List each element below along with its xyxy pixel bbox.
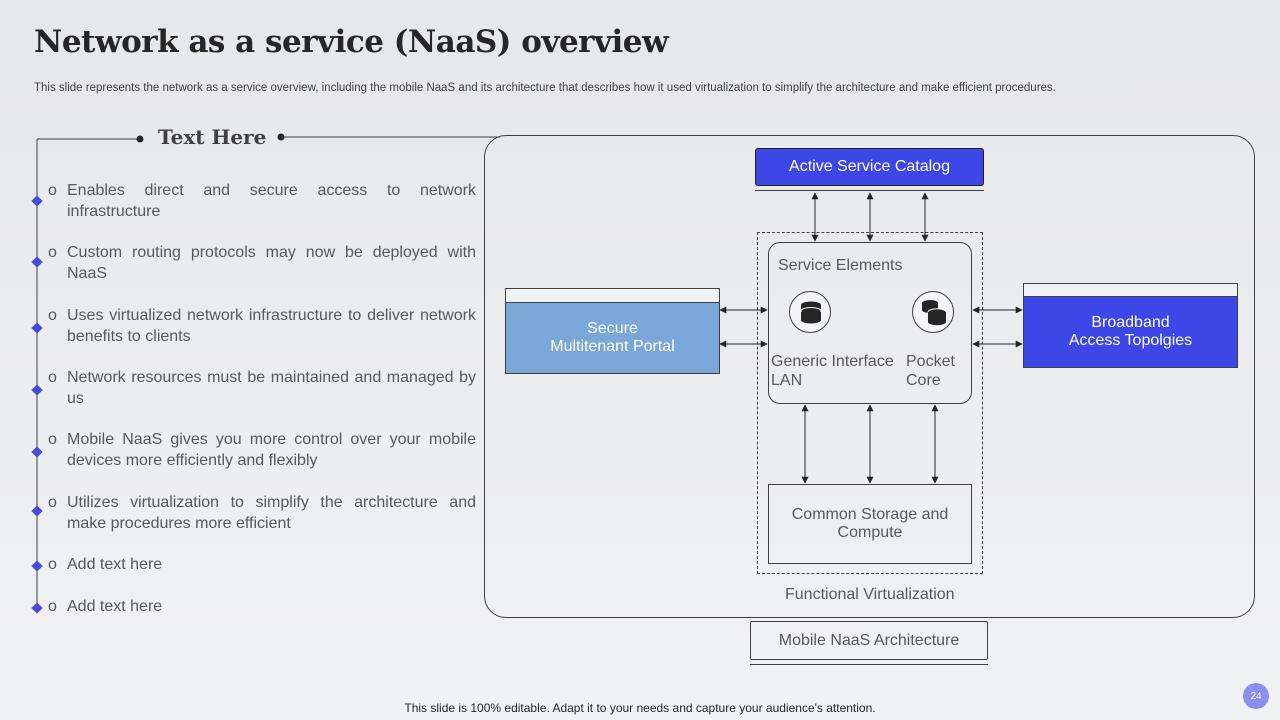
bullet-item: o Utilizes virtualization to simplify th… bbox=[48, 492, 476, 534]
generic-interface-label: Generic Interface LAN bbox=[771, 352, 894, 390]
secure-portal-line1: Secure bbox=[587, 320, 638, 337]
common-storage-line1: Common Storage and bbox=[791, 506, 949, 523]
bullet-marker: o bbox=[48, 494, 57, 511]
architecture-panel bbox=[484, 135, 1255, 618]
common-storage-box: Common Storage and Compute bbox=[768, 484, 972, 564]
pocket-core-label: Pocket Core bbox=[906, 352, 955, 390]
pocket-core-line1: Pocket bbox=[906, 353, 955, 370]
pocket-core-line2: Core bbox=[906, 372, 941, 389]
bullet-item: o Network resources must be maintained a… bbox=[48, 367, 476, 409]
bullet-text: Mobile NaaS gives you more control over … bbox=[67, 431, 476, 469]
active-service-catalog-box: Active Service Catalog bbox=[755, 148, 984, 186]
bullet-text: Custom routing protocols may now be depl… bbox=[67, 244, 476, 282]
bullet-marker: o bbox=[48, 307, 57, 324]
bullet-marker: o bbox=[48, 244, 57, 261]
section-heading: Text Here bbox=[158, 125, 267, 149]
bullet-item: o Add text here bbox=[48, 596, 476, 617]
bullet-marker: o bbox=[48, 182, 57, 199]
broadband-line2: Access Topolgies bbox=[1068, 332, 1193, 349]
bullet-text: Utilizes virtualization to simplify the … bbox=[67, 494, 476, 532]
bullet-marker: o bbox=[48, 369, 57, 386]
secure-portal-box: Secure Multitenant Portal bbox=[505, 302, 720, 374]
catalog-underline bbox=[755, 190, 984, 191]
bullet-marker: o bbox=[48, 556, 57, 573]
common-storage-line2: Compute bbox=[837, 524, 903, 541]
bullet-item: o Uses virtualized network infrastructur… bbox=[48, 305, 476, 347]
bullet-item: o Custom routing protocols may now be de… bbox=[48, 242, 476, 284]
bullet-item: o Mobile NaaS gives you more control ove… bbox=[48, 429, 476, 471]
bullet-marker: o bbox=[48, 431, 57, 448]
bullet-text: Add text here bbox=[67, 556, 163, 573]
bullet-text: Add text here bbox=[67, 598, 163, 615]
bullet-text: Enables direct and secure access to netw… bbox=[67, 182, 476, 220]
slide-footer: This slide is 100% editable. Adapt it to… bbox=[404, 701, 876, 715]
secure-portal-line2: Multitenant Portal bbox=[550, 338, 675, 355]
mobile-naas-architecture-label: Mobile NaaS Architecture bbox=[750, 621, 988, 660]
slide-subtitle: This slide represents the network as a s… bbox=[34, 82, 1056, 94]
page-number-badge: 24 bbox=[1243, 683, 1269, 709]
database-icon bbox=[789, 291, 831, 333]
database-icon bbox=[912, 291, 954, 333]
broadband-access-box: Broadband Access Topolgies bbox=[1023, 296, 1238, 368]
architecture-underline bbox=[750, 664, 988, 665]
bullet-item: o Enables direct and secure access to ne… bbox=[48, 180, 476, 222]
functional-virtualization-label: Functional Virtualization bbox=[785, 586, 955, 603]
bullet-marker: o bbox=[48, 598, 57, 615]
bullet-text: Network resources must be maintained and… bbox=[67, 369, 476, 407]
broadband-line1: Broadband bbox=[1091, 314, 1170, 331]
generic-interface-line2: LAN bbox=[771, 372, 803, 389]
slide-title: Network as a service (NaaS) overview bbox=[34, 24, 669, 60]
service-elements-label: Service Elements bbox=[778, 257, 903, 274]
generic-interface-line1: Generic Interface bbox=[771, 353, 894, 370]
bullet-item: o Add text here bbox=[48, 554, 476, 575]
bullet-text: Uses virtualized network infrastructure … bbox=[67, 307, 476, 345]
service-elements-box bbox=[768, 242, 972, 404]
